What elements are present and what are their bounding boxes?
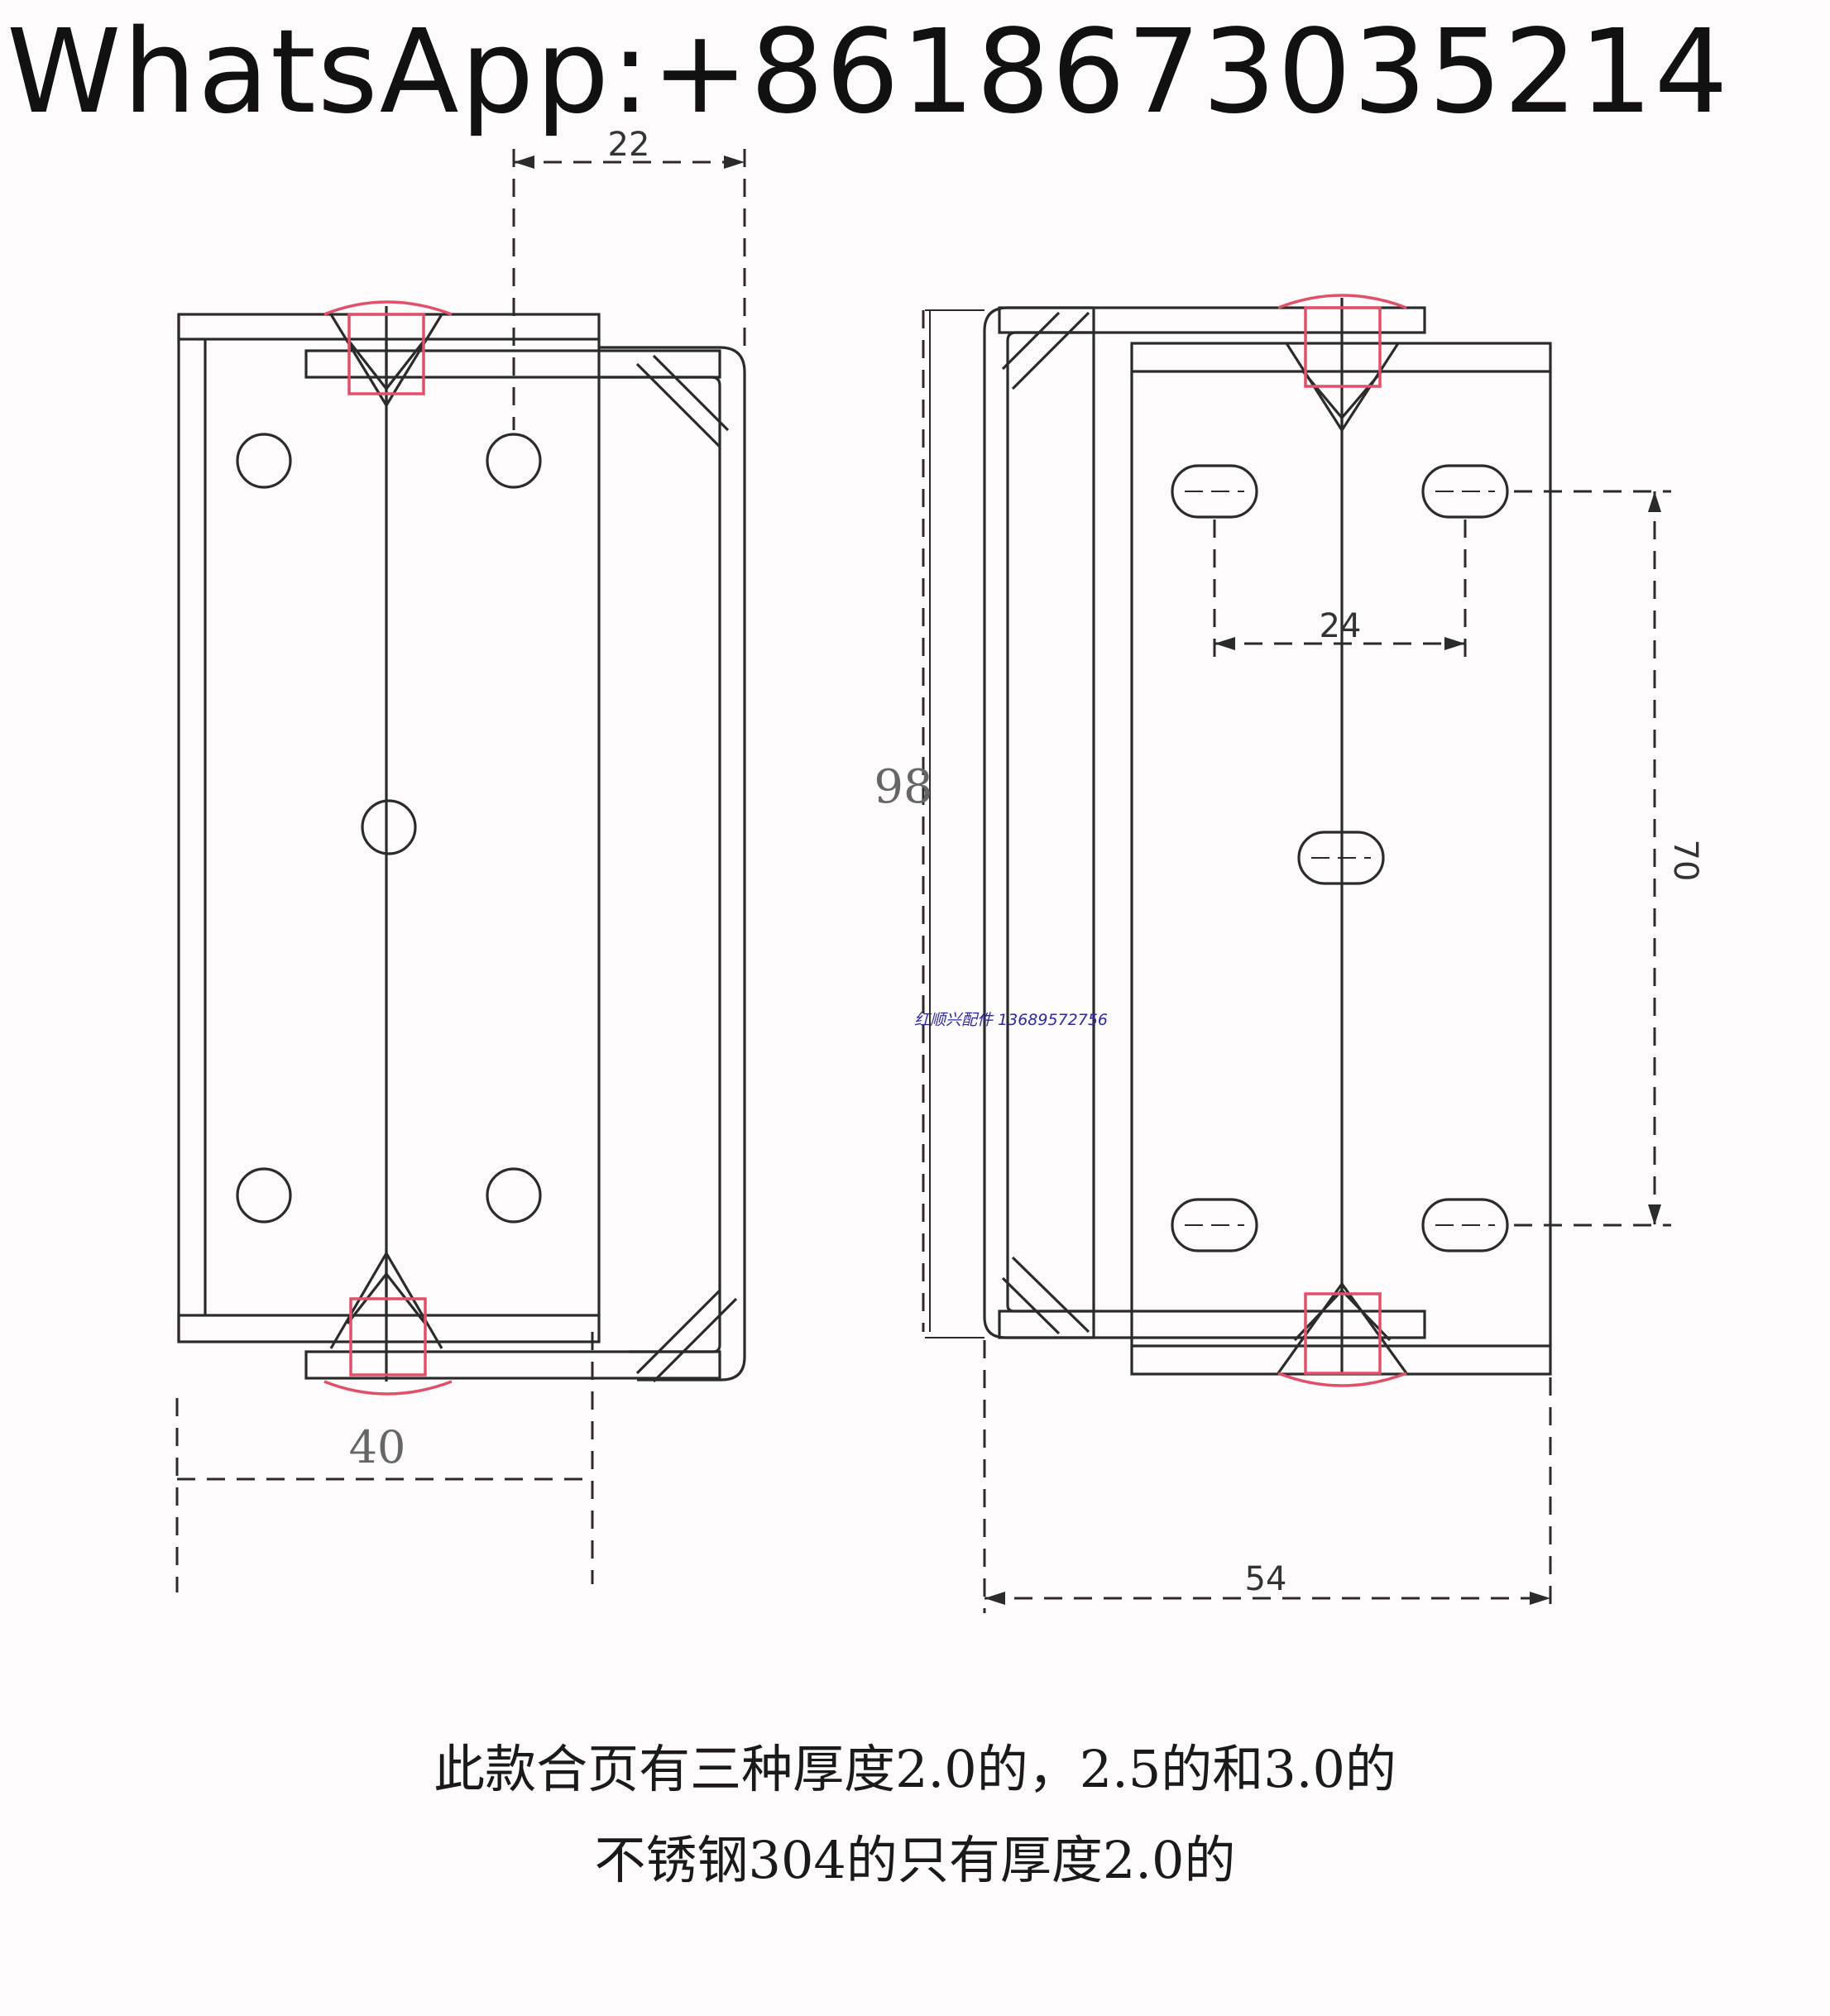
note-line-1: 此款合页有三种厚度2.0的，2.5的和3.0的	[434, 1739, 1396, 1799]
right-center-slot	[1297, 831, 1385, 885]
left-top-pin	[323, 300, 453, 409]
dim-98-label: 98	[874, 760, 932, 814]
left-hole	[486, 433, 542, 489]
right-slot	[1421, 1198, 1509, 1252]
dimension-22: 22	[512, 126, 746, 430]
right-bottom-pin-head	[1277, 1372, 1407, 1387]
dim-24-label: 24	[1320, 607, 1362, 645]
right-slot	[1171, 1198, 1258, 1252]
left-hole	[236, 433, 292, 489]
dim-70-label: 70	[1666, 840, 1704, 882]
dim-40-label: 40	[349, 1421, 406, 1473]
left-top-leaf	[177, 313, 601, 341]
dim-22-label: 22	[608, 126, 650, 164]
watermark: 红顺兴配件 13689572756	[914, 1011, 1109, 1029]
dimension-24: 24	[1213, 520, 1467, 658]
right-top-pin	[1277, 294, 1407, 433]
right-bottom-leaf	[998, 1310, 1426, 1339]
whatsapp-banner: WhatsApp:+8618673035214	[7, 5, 1730, 140]
left-bottom-leaf	[177, 1314, 601, 1343]
right-hinge-view: 98 24 70 54	[874, 294, 1704, 1613]
right-bottom-pin	[1277, 1281, 1408, 1387]
note-line-2: 不锈钢304的只有厚度2.0的	[594, 1830, 1236, 1890]
right-slot	[1421, 464, 1509, 519]
left-hole	[486, 1167, 542, 1223]
right-top-pin-head	[1277, 294, 1407, 309]
left-bottom-knuckle-plate	[304, 1350, 721, 1380]
left-flange-outline	[599, 346, 746, 1382]
left-top-knuckle-plate	[304, 349, 721, 379]
dimension-98: 98	[874, 309, 984, 1338]
right-flange-outline	[983, 306, 1094, 1339]
dimension-54: 54	[983, 1340, 1552, 1613]
left-hole	[236, 1167, 292, 1223]
dimension-70: 70	[1514, 490, 1704, 1227]
left-bottom-pin	[323, 1249, 453, 1396]
left-bottom-pin-head	[323, 1380, 453, 1396]
left-center-hole	[361, 799, 417, 855]
left-hinge-view: 22 40	[175, 126, 746, 1592]
right-top-leaf	[998, 306, 1426, 334]
dimension-40: 40	[175, 1332, 594, 1592]
dim-54-label: 54	[1245, 1560, 1287, 1598]
left-top-pin-head	[323, 300, 453, 316]
right-slot	[1171, 464, 1258, 519]
